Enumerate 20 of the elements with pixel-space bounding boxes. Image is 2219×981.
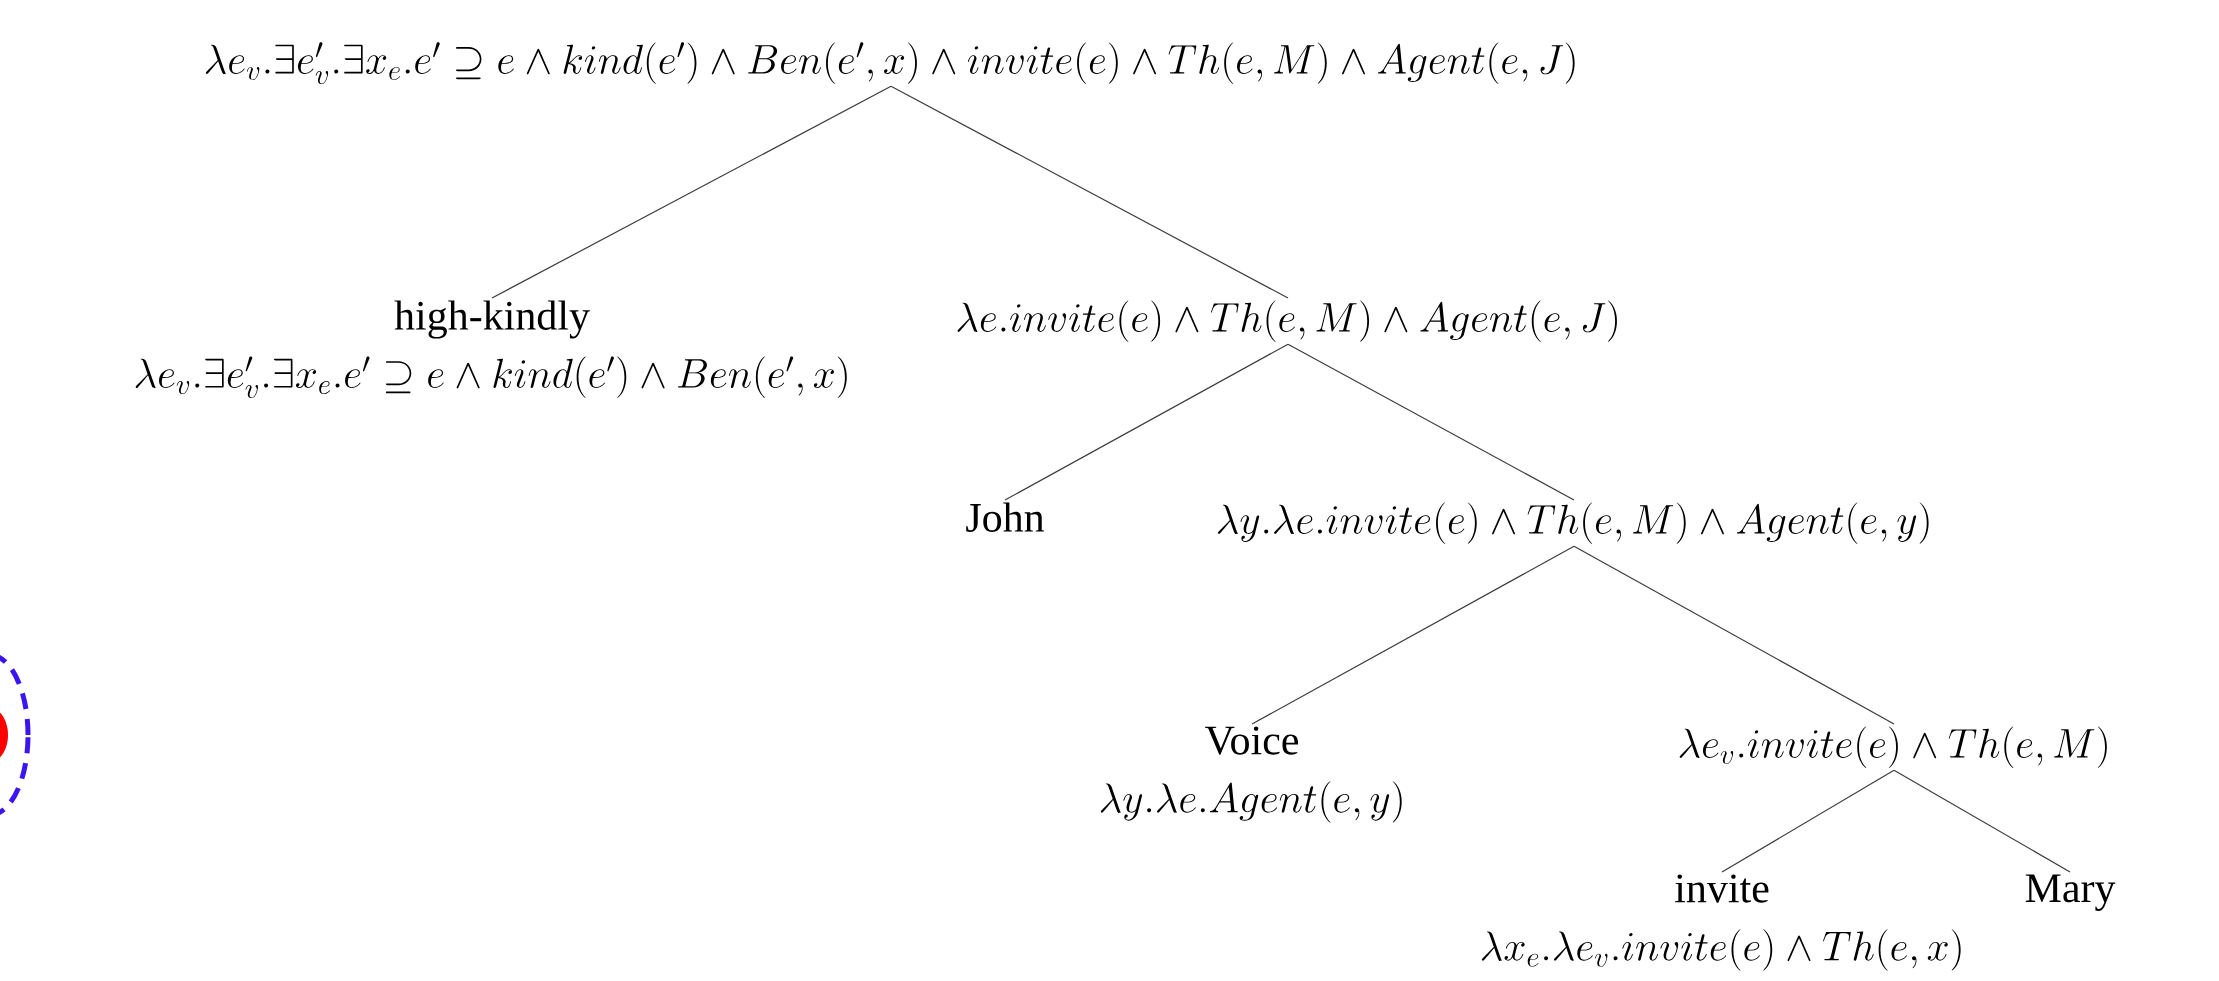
tree-branch [491,85,892,299]
formula: $\lambda e.invite(e) \wedge Th(e,M) \wedge Agent(e,J)$ [957,300,1617,342]
word-label: John [966,502,1045,532]
tree-branch [1721,769,1895,873]
word-label: high-kindly [394,300,590,339]
formula: $\lambda y.\lambda e.invite(e) \wedge Th(e,M) \wedge Agent(e,y)$ [1217,502,1929,544]
formula: $\lambda y.\lambda e.Agent(e,y)$ [1100,781,1402,823]
tree-branch [1287,343,1575,501]
formula: $\lambda e_v.invite(e) \wedge Th(e,M)$ [1679,726,2107,768]
formula: $\lambda e_v.\exists e'_v.\exists x_e.e' \supseteq e \wedge kind(e') \wedge Ben(e',x)$ [135,356,847,399]
tree-branch [1004,343,1289,501]
tree-branch [1893,769,2071,873]
tree-branch [1251,545,1575,725]
word-label: invite [1675,874,1769,903]
word-label: Voice [1205,726,1299,755]
formula: $\lambda x_e.\lambda e_v.invite(e) \wedge Th(e,x)$ [1481,929,1961,971]
word-label: Mary [2025,874,2116,911]
formula: $\lambda e_v.\exists e'_v.\exists x_e.e' \supseteq e \wedge kind(e') \wedge Ben(e',x) \wedge invite(e) \wedge Th(e,M) \wedge Agent(e,J)$ [205,42,1575,84]
tree-branch [1573,545,1895,725]
tree-branch [890,85,1289,299]
